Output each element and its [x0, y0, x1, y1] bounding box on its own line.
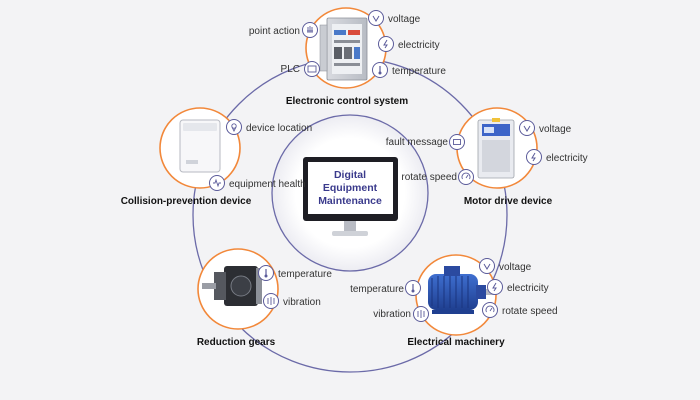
machinery-label-rotate-speed: rotate speed — [502, 306, 558, 317]
temperature-icon — [258, 265, 274, 281]
node-motor-drive-device: fault message rotate speed voltage elect… — [386, 107, 588, 207]
machinery-label-temperature: temperature — [350, 284, 404, 295]
machinery-label-electricity: electricity — [507, 283, 549, 294]
electricity-icon — [487, 279, 503, 295]
health-icon — [209, 175, 225, 191]
ecs-title: Electronic control system — [286, 96, 408, 107]
collision-label-location: device location — [246, 123, 312, 134]
electricity-icon — [378, 36, 394, 52]
motor-drive-image — [477, 118, 515, 179]
collision-title: Collision-prevention device — [121, 196, 252, 207]
collision-label-health: equipment health — [229, 179, 306, 190]
motor-drive-label-fault: fault message — [386, 137, 449, 148]
ecs-label-voltage: voltage — [388, 14, 421, 25]
temperature-icon — [405, 280, 421, 296]
motor-drive-label-voltage: voltage — [539, 124, 572, 135]
plc-icon — [304, 61, 320, 77]
ecs-label-point-action: point action — [249, 26, 300, 37]
speed-icon — [482, 302, 498, 318]
ecs-label-electricity: electricity — [398, 40, 440, 51]
electricity-icon — [526, 149, 542, 165]
reduction-gear-image — [202, 266, 262, 306]
motor-drive-label-rotate-speed: rotate speed — [401, 172, 457, 183]
hand-icon — [302, 22, 318, 38]
node-electronic-control-system: Electronic control system point action P… — [249, 7, 446, 107]
vibration-icon — [413, 306, 429, 322]
voltage-icon — [368, 10, 384, 26]
ecs-label-plc: PLC — [281, 64, 300, 75]
temperature-icon — [372, 62, 388, 78]
vibration-icon — [263, 293, 279, 309]
gears-title: Reduction gears — [197, 337, 276, 348]
gears-label-temperature: temperature — [278, 269, 332, 280]
location-icon — [226, 119, 242, 135]
machinery-label-vibration: vibration — [373, 309, 411, 320]
monitor-icon: Digital Equipment Maintenance — [303, 157, 398, 236]
motor-drive-title: Motor drive device — [464, 196, 553, 207]
node-reduction-gears: temperature vibration Reduction gears — [197, 248, 332, 348]
center-title-line3: Maintenance — [318, 195, 382, 207]
node-collision-prevention-device: device location equipment health Collisi… — [121, 107, 312, 207]
voltage-icon — [479, 258, 495, 274]
center-title-line1: Digital — [334, 169, 366, 181]
gears-label-vibration: vibration — [283, 297, 321, 308]
speed-icon — [458, 169, 474, 185]
machinery-label-voltage: voltage — [499, 262, 532, 273]
machinery-title: Electrical machinery — [407, 337, 505, 348]
control-cabinet-image — [319, 17, 368, 81]
node-electrical-machinery: temperature vibration voltage electricit… — [350, 254, 558, 348]
motor-drive-label-electricity: electricity — [546, 153, 588, 164]
center-title-line2: Equipment — [323, 182, 378, 194]
collision-device-image — [179, 119, 221, 173]
ecs-label-temperature: temperature — [392, 66, 446, 77]
voltage-icon — [519, 120, 535, 136]
fault-message-icon — [449, 134, 465, 150]
